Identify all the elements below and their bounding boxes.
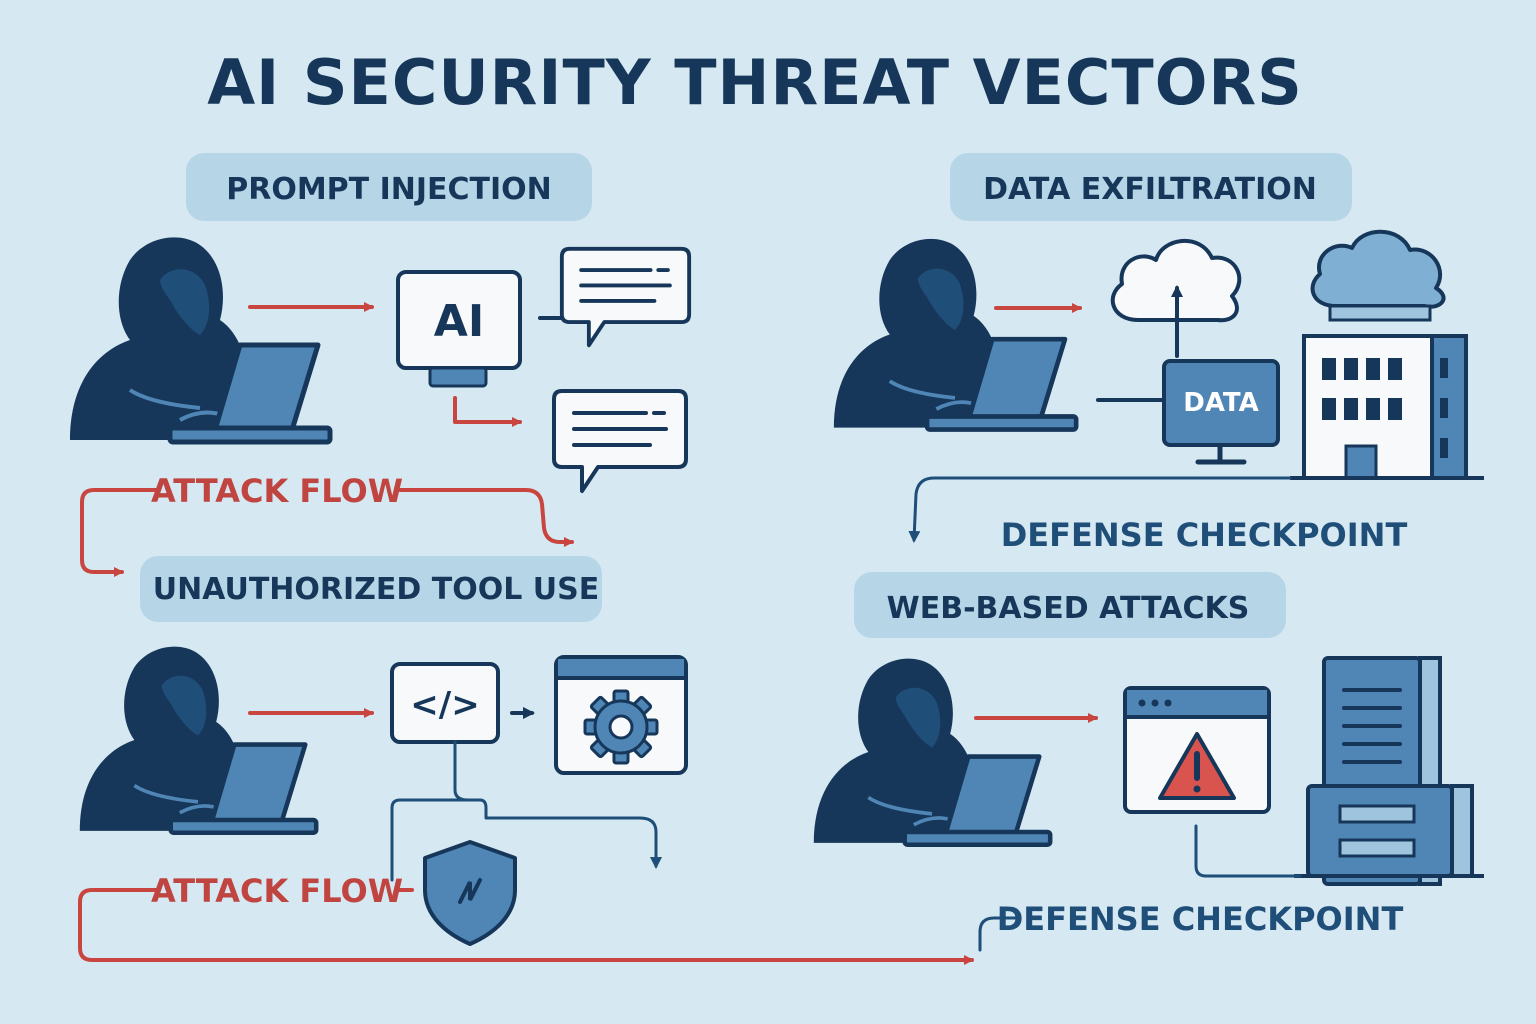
cloud-upload-icon — [1110, 239, 1242, 358]
code-label: </> — [410, 685, 479, 725]
hacker-icon — [814, 659, 1050, 845]
prompt-injection-pill — [186, 153, 592, 221]
shield-icon — [423, 840, 517, 946]
data-exfiltration-section: DATA EXFILTRATION DATA — [834, 153, 1484, 554]
web-based-attacks-pill — [854, 572, 1286, 638]
page-title: AI SECURITY THREAT VECTORS — [207, 46, 1303, 119]
prompt-injection-section: PROMPT INJECTION AI — [70, 153, 692, 491]
attack-flow-top: ATTACK FLOW — [80, 472, 574, 577]
ai-monitor-icon: AI — [396, 270, 522, 388]
data-label: DATA — [1183, 388, 1259, 418]
data-exfiltration-label: DATA EXFILTRATION — [983, 172, 1317, 207]
defense-checkpoint-label: DEFENSE CHECKPOINT — [1001, 516, 1408, 554]
gear-icon — [583, 689, 659, 765]
server-icon — [1294, 656, 1484, 886]
browser-warning-icon — [1123, 686, 1271, 814]
data-monitor-icon: DATA — [1162, 359, 1280, 465]
code-window-icon: </> — [390, 662, 500, 744]
hacker-icon — [80, 647, 316, 833]
attack-flow-label: ATTACK FLOW — [151, 472, 403, 510]
web-based-attacks-section: WEB-BASED ATTACKS — [814, 572, 1484, 952]
gear-window-icon — [554, 655, 688, 775]
building-icon — [1290, 229, 1484, 480]
warning-icon — [1158, 732, 1236, 800]
defense-checkpoint-label: DEFENSE CHECKPOINT — [997, 900, 1404, 938]
hacker-icon — [834, 239, 1076, 430]
chat-bubble-icon — [554, 391, 686, 491]
attack-flow-label: ATTACK FLOW — [151, 872, 403, 910]
unauthorized-tool-use-pill — [140, 556, 602, 622]
hacker-icon — [70, 237, 330, 442]
ai-label: AI — [434, 296, 484, 347]
data-exfiltration-pill — [950, 153, 1352, 221]
prompt-injection-label: PROMPT INJECTION — [226, 172, 552, 207]
unauthorized-tool-use-label: UNAUTHORIZED TOOL USE — [153, 572, 600, 607]
response-arrow — [453, 396, 522, 427]
web-based-attacks-label: WEB-BASED ATTACKS — [887, 591, 1250, 626]
chat-bubble-icon — [559, 246, 692, 348]
attack-flow-bottom: ATTACK FLOW — [78, 872, 974, 965]
unauthorized-tool-use-section: UNAUTHORIZED TOOL USE </> — [80, 556, 688, 946]
